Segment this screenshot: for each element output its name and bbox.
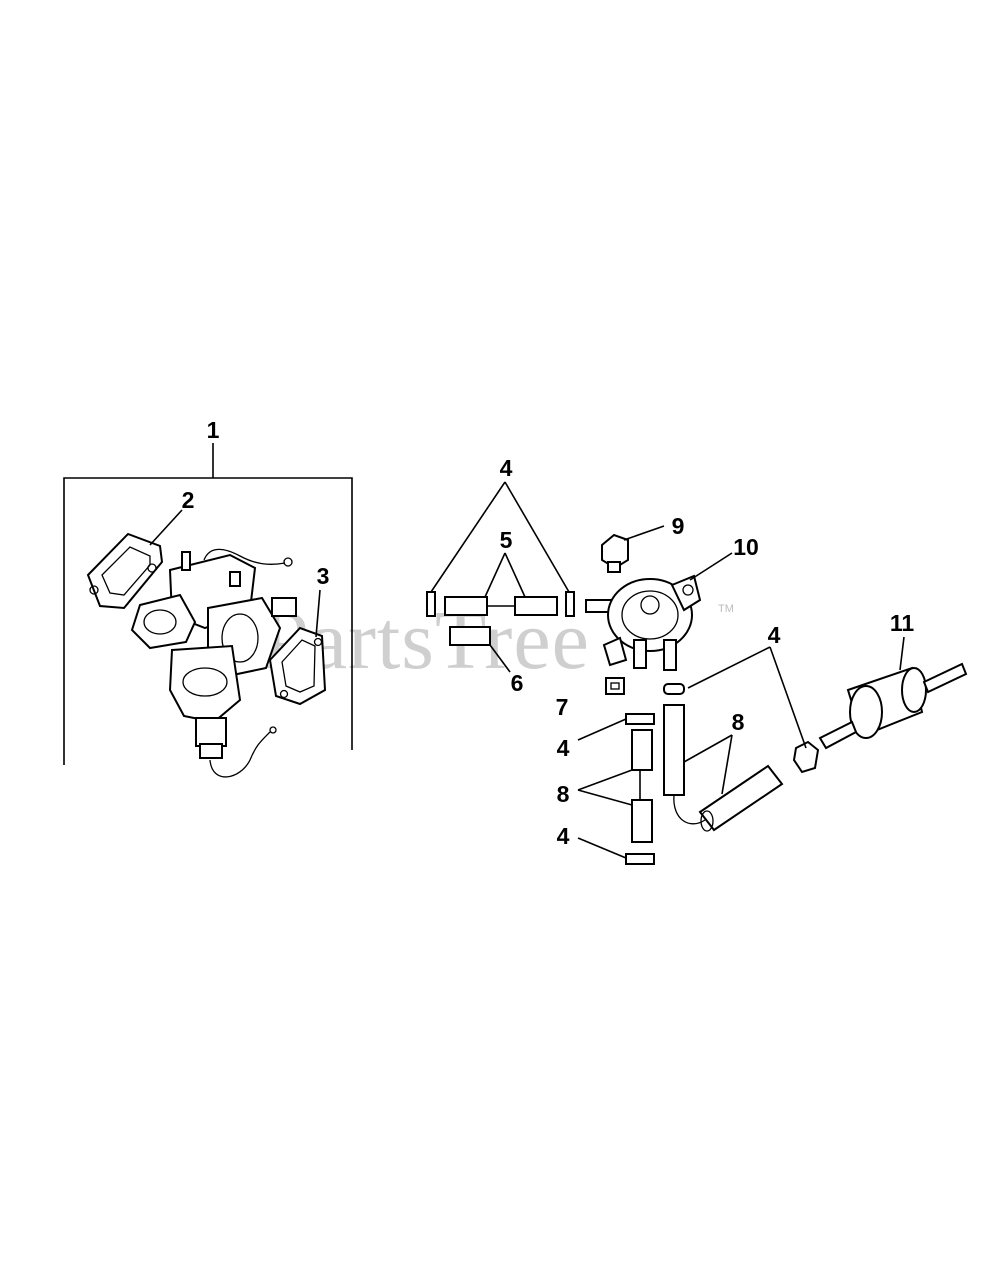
pad-part-7: [605, 677, 625, 695]
leader-4c: [577, 837, 627, 859]
clamp-part-4: [625, 853, 655, 865]
gasket-part-2: [86, 532, 164, 610]
callout-4: 4: [500, 455, 513, 481]
fuel-filter-part-11: [818, 662, 968, 750]
leader-4d-left: [687, 646, 771, 689]
clip-part-4: [792, 740, 820, 774]
gasket-part-3: [268, 626, 327, 706]
fitting-part-9: [601, 533, 629, 573]
watermark-trademark: TM: [718, 603, 734, 615]
leader-8a-bottom: [577, 789, 633, 806]
callout-10: 10: [733, 534, 759, 560]
callout-4: 4: [768, 622, 781, 648]
callout-9: 9: [672, 513, 685, 539]
hose-bend: [673, 794, 706, 825]
assembly-bracket: [63, 477, 353, 765]
leader-3: [315, 589, 321, 638]
leader-6: [489, 644, 511, 673]
callout-8: 8: [557, 781, 570, 807]
clamp-part-4: [663, 683, 685, 695]
leader-8b-left: [683, 734, 733, 763]
leader-4a-right: [504, 481, 570, 593]
hose-part-6: [449, 626, 491, 646]
callout-4: 4: [557, 735, 570, 761]
callout-8: 8: [732, 709, 745, 735]
callout-7: 7: [556, 694, 569, 720]
hose-part-8: [631, 729, 653, 771]
leader-5-right: [504, 552, 526, 598]
leader-5-left: [484, 552, 506, 598]
leader-8a-top: [577, 769, 633, 791]
callout-2: 2: [182, 487, 195, 513]
hose-part-8: [663, 704, 685, 796]
leader-10: [689, 552, 733, 581]
fuel-pump-part-10: [585, 574, 702, 671]
leader-8b-right: [721, 734, 733, 795]
carburetor-body: [130, 548, 297, 778]
callout-6: 6: [511, 670, 524, 696]
hose-part-8: [631, 799, 653, 843]
leader-9: [623, 525, 665, 541]
callout-labels: 1 2 3 4 5 6 7 4 8 4 9 10 4 8 11: [182, 417, 915, 849]
clamp-part-4: [565, 591, 575, 617]
leader-4a-left: [430, 481, 506, 593]
clamp-part-4: [625, 713, 655, 725]
hose-part-5: [444, 596, 488, 616]
leader-11: [899, 636, 905, 671]
callout-4: 4: [557, 823, 570, 849]
carburetor-assembly-group: [63, 443, 353, 778]
hose-part-8: [698, 764, 784, 832]
hose-part-5: [514, 596, 558, 616]
fuel-components-group: [426, 481, 968, 865]
callout-11: 11: [890, 610, 915, 636]
callout-1: 1: [207, 417, 220, 443]
callout-5: 5: [500, 527, 513, 553]
callout-3: 3: [317, 563, 330, 589]
leader-4d-right: [769, 646, 807, 749]
clamp-part-4: [426, 591, 436, 617]
leader-2: [149, 509, 183, 546]
leader-4b: [577, 718, 627, 741]
